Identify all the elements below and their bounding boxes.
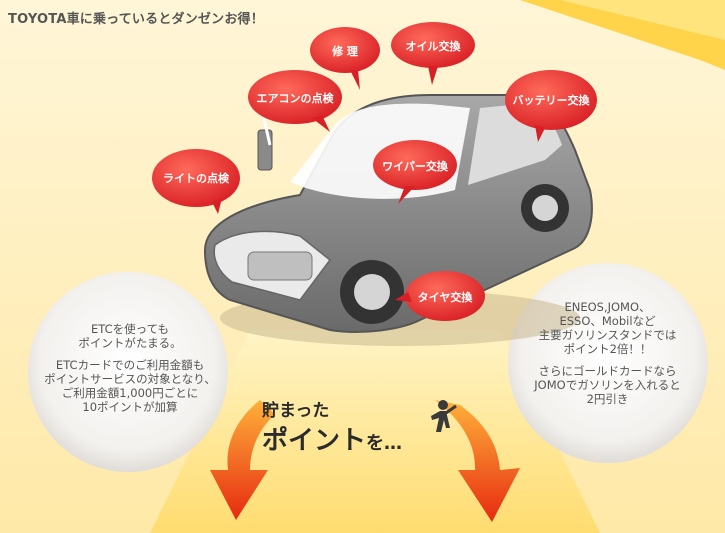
bubble-oil-label: オイル交換 <box>406 39 462 53</box>
etc-line-2: ポイントがたまる。 <box>78 336 182 350</box>
car-illustration <box>203 94 593 346</box>
bubble-battery: バッテリー交換 <box>505 70 597 142</box>
gas-line-5: さらにゴールドカードなら <box>538 364 677 378</box>
arrow-left <box>210 400 275 520</box>
bubble-aircon: エアコンの点検 <box>248 70 342 132</box>
gas-line-7: 2円引き <box>586 392 629 406</box>
etc-line-3: ETCカードでのご利用金額も <box>55 358 205 372</box>
gas-line-3: 主要ガソリンスタンドでは <box>538 328 677 342</box>
bubble-light: ライトの点検 <box>152 149 240 214</box>
bubble-light-label: ライトの点検 <box>163 171 230 185</box>
bubble-wiper: ワイパー交換 <box>373 140 457 204</box>
bubble-oil: オイル交換 <box>391 22 475 85</box>
points-heading-suffix: を… <box>366 433 403 454</box>
arrow-right <box>435 400 520 522</box>
bubble-battery-label: バッテリー交換 <box>513 93 591 107</box>
bubble-tire-label: タイヤ交換 <box>418 290 474 304</box>
etc-line-1: ETCを使っても <box>91 322 169 336</box>
bubble-repair: 修 理 <box>310 27 380 90</box>
points-heading-main: ポイント <box>262 426 367 456</box>
etc-info-circle <box>28 272 228 472</box>
bubble-aircon-label: エアコンの点検 <box>257 91 335 105</box>
corner-ribbon-highlight <box>560 0 725 40</box>
person-figure <box>431 400 457 432</box>
etc-line-6: 10ポイントが加算 <box>82 400 178 414</box>
headline: TOYOTA車に乗っているとダンゼンお得！ <box>8 12 264 27</box>
gas-line-1: ENEOS,JOMO、 <box>564 300 651 314</box>
gas-info-text: ENEOS,JOMO、 ESSO、Mobilなど 主要ガソリンスタンドでは ポイ… <box>515 300 700 406</box>
etc-line-5: ご利用金額1,000円ごとに <box>61 386 199 400</box>
gas-line-6: JOMOでガソリンを入れると <box>534 378 681 392</box>
points-heading-line1: 貯まった <box>262 401 330 421</box>
bubble-wiper-label: ワイパー交換 <box>382 159 449 173</box>
bubble-tire: タイヤ交換 <box>395 271 485 321</box>
etc-info-text: ETCを使っても ポイントがたまる。 ETCカードでのご利用金額も ポイントサー… <box>40 322 220 414</box>
gas-line-2: ESSO、Mobilなど <box>559 314 656 328</box>
etc-line-4: ポイントサービスの対象となり、 <box>44 372 216 386</box>
bubble-repair-label: 修 理 <box>331 44 358 58</box>
gas-line-4: ポイント2倍！！ <box>563 342 652 356</box>
points-heading-line2: ポイントを… <box>262 420 402 457</box>
